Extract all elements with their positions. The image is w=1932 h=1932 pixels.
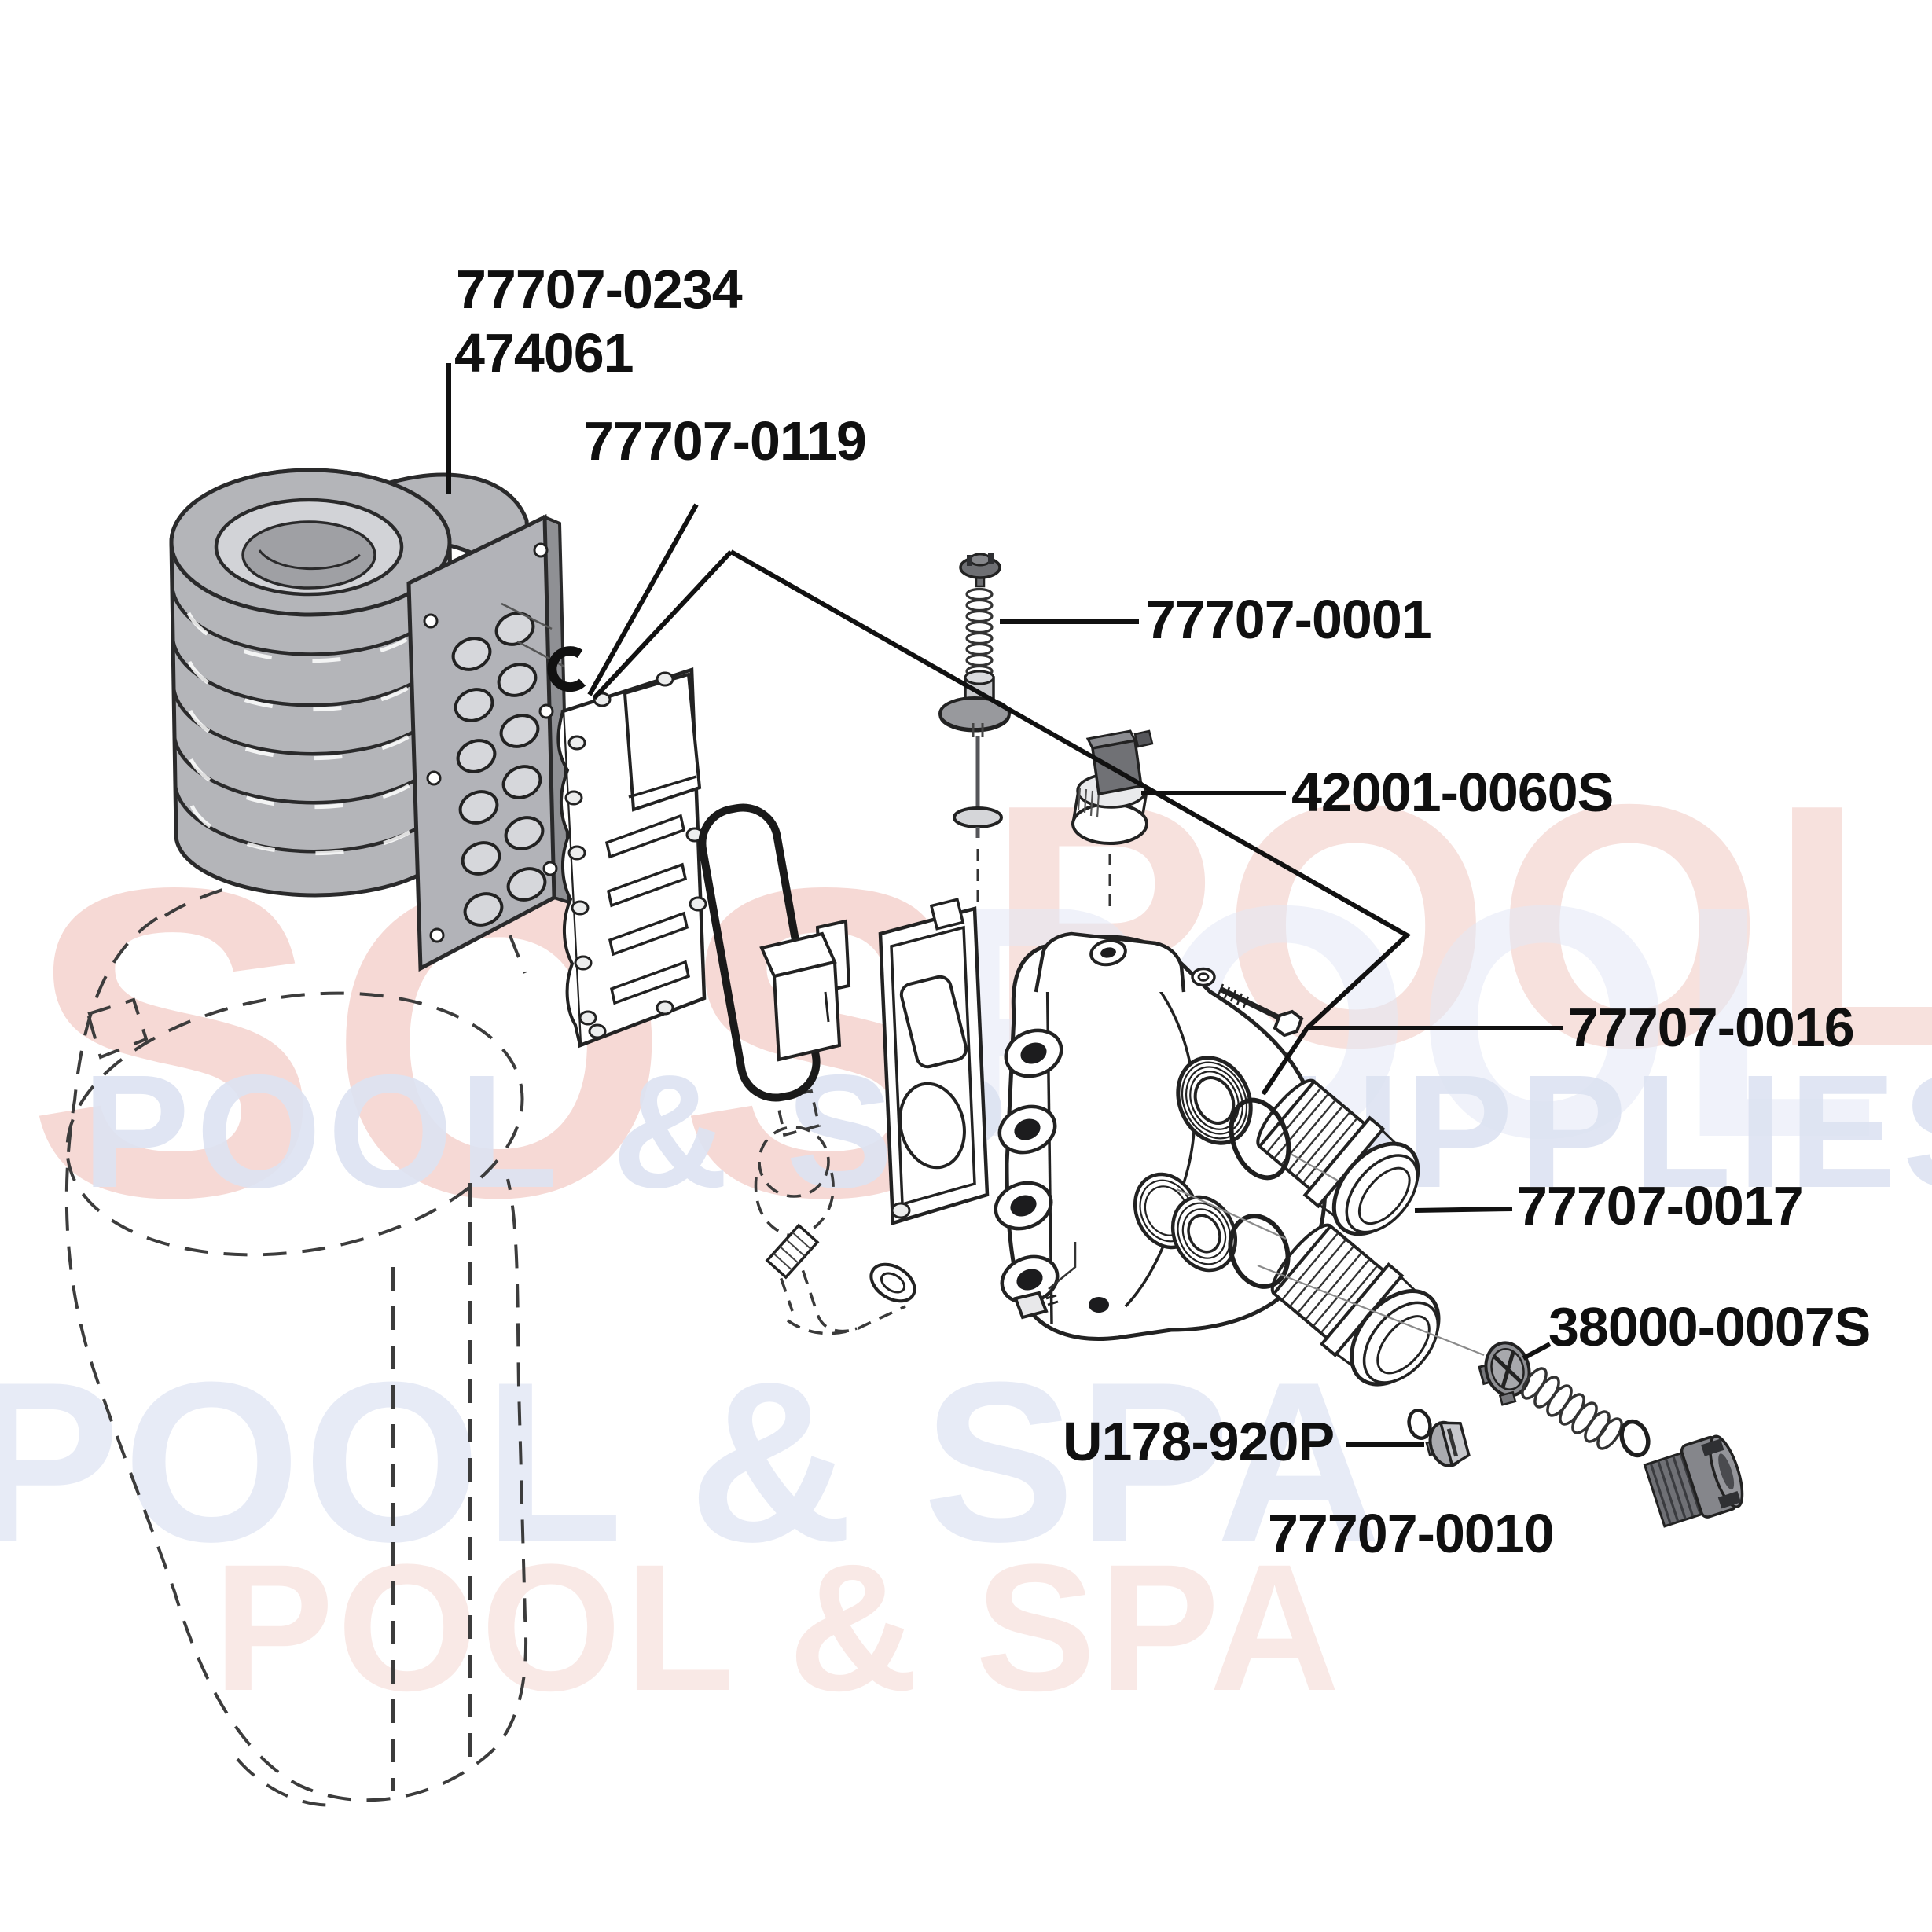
bypass-plug-dark	[1643, 1434, 1744, 1528]
thermostat-spring	[1521, 1367, 1623, 1450]
relief-valve-cap	[959, 553, 1001, 588]
watermark-text: POOL & SPA	[213, 1526, 1342, 1728]
manifold-lower-port	[1133, 1172, 1238, 1273]
drain-plug-u178	[1407, 1409, 1471, 1468]
bypass-cover-box	[759, 919, 851, 1062]
watermark-text: POOL & SPA	[0, 1335, 1384, 1589]
part-label-77707-0016: 77707-0016	[1568, 997, 1854, 1058]
thermostat-assembly	[1478, 1341, 1744, 1528]
inner-door-panel	[878, 898, 990, 1225]
thermostat-oring	[1619, 1419, 1651, 1458]
square-drain-plug	[1013, 1242, 1077, 1320]
union-adapter-lower	[1270, 1223, 1441, 1387]
leader-lines	[446, 363, 1563, 1447]
part-label-77707-0010: 77707-0010	[1268, 1503, 1554, 1564]
elbow-union-solid	[765, 1223, 916, 1303]
relief-valve-poppet	[938, 670, 1011, 733]
c-clip	[547, 646, 586, 692]
exploded-axis-lines	[1176, 1153, 1485, 1357]
relief-valve-stem	[953, 723, 1003, 838]
part-label-42001-0060S: 42001-0060S	[1291, 762, 1613, 823]
relief-valve-spring	[965, 587, 994, 678]
part-label-38000-0007S: 38000-0007S	[1548, 1296, 1870, 1357]
relief-valve-assembly	[938, 553, 1011, 909]
part-label-77707-0017: 77707-0017	[1517, 1175, 1803, 1236]
port-oring-lower	[1228, 1214, 1291, 1289]
port-oring-upper	[1229, 1097, 1291, 1181]
part-label-474061: 474061	[454, 322, 634, 384]
part-label-77707-0119: 77707-0119	[583, 410, 866, 472]
manifold-body	[994, 931, 1328, 1341]
part-label-77707-0001: 77707-0001	[1145, 589, 1431, 650]
part-label-77707-0234: 77707-0234	[456, 259, 743, 320]
part-label-U178-920P: U178-920P	[1063, 1411, 1334, 1472]
tube-sheet-plate	[406, 514, 571, 972]
thermostat-element	[1478, 1341, 1531, 1406]
louvered-header-cover	[556, 667, 707, 1049]
mounting-bolt	[1191, 967, 1304, 1038]
manifold-port-bosses	[994, 1028, 1063, 1305]
